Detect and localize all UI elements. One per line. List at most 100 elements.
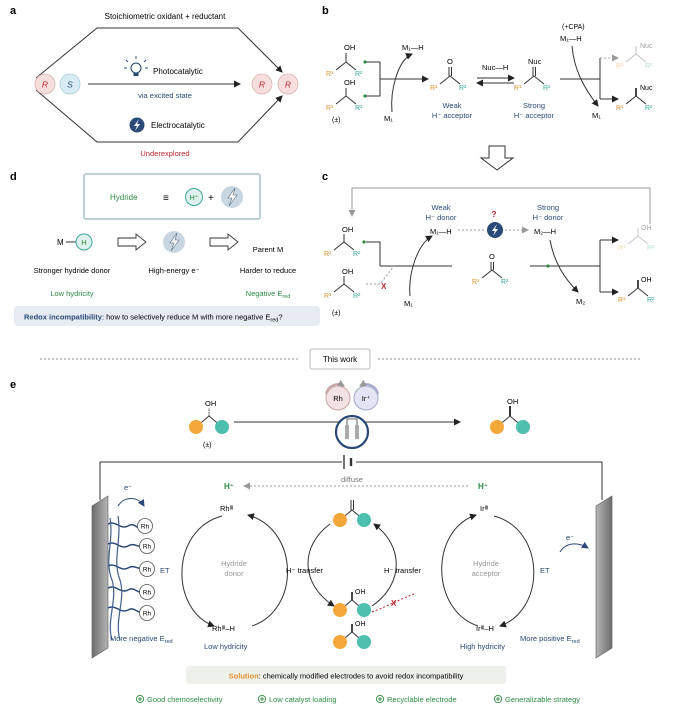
- panel-a-bottom-path: [35, 89, 283, 143]
- enantiomer-s-circle: [59, 73, 81, 95]
- r1-label: R¹: [324, 293, 332, 300]
- e-hydride-donor-2: donor: [224, 569, 244, 578]
- e-rh-iii: Rhᴵᴵᴵ: [220, 504, 233, 513]
- d-m-label: M: [57, 238, 64, 247]
- battery-icon: [343, 455, 353, 469]
- e-electron-left: e⁻: [124, 483, 132, 492]
- c-alcohol-bottom: OH R¹ R² (±): [324, 267, 361, 317]
- enantiomer-s: S: [67, 80, 73, 90]
- d-harder: Harder to reduce: [240, 266, 296, 275]
- plus-circle-icon: [257, 694, 267, 704]
- panel-b: b OH R¹ R² OH R¹ R² (±) M₁—H M₁: [322, 5, 653, 124]
- b-weak-1: Weak: [442, 101, 461, 110]
- right-electrode: [595, 495, 613, 659]
- rh-site-label: Rh: [141, 524, 150, 531]
- b-strong-1: Strong: [523, 101, 545, 110]
- c-bracket: [366, 241, 381, 266]
- r1-label: R¹: [430, 85, 438, 92]
- h-plus-circle: [185, 188, 203, 206]
- e-right-cycle-right-arc: [493, 515, 535, 628]
- c-curved-up: [409, 235, 433, 297]
- electrocatalytic-sub: Underexplored: [140, 149, 189, 158]
- benefit-item: Low catalyst loading: [257, 694, 337, 704]
- c-green-dot: [546, 264, 550, 268]
- r2-label: R²: [355, 105, 363, 112]
- plus-circle-icon: [493, 694, 503, 704]
- b-strong-2: H⁻ acceptor: [514, 111, 555, 120]
- lightbulb-icon: [124, 56, 148, 76]
- rh-label: Rh: [333, 394, 343, 403]
- imine: Nuc R¹ R²: [514, 57, 551, 92]
- b-weak-2: H⁻ acceptor: [432, 111, 473, 120]
- c-blocked-path: [366, 265, 395, 285]
- hydride-definition-box: [83, 173, 261, 220]
- lightning-bolt-icon: [129, 117, 145, 133]
- benefit-item: Good chemoselectivity: [135, 694, 223, 704]
- panel-e: e OH (±) OH Rh Ir⁺: [10, 379, 613, 659]
- e-more-negative: More negative Ered: [110, 634, 173, 645]
- e-center-right-arc: [371, 523, 397, 607]
- e-left-cycle-left-arc: [181, 515, 223, 628]
- d-h-circle: [75, 233, 93, 251]
- oxygen-label: O: [489, 252, 495, 261]
- oh-label: OH: [205, 399, 216, 408]
- d-high-energy: High-energy e⁻: [148, 266, 199, 275]
- this-work-divider: This work: [40, 348, 640, 370]
- d-negative: Negative Ered: [246, 289, 291, 300]
- r1-label: R¹: [324, 251, 332, 258]
- ketone: O R¹ R²: [430, 57, 467, 92]
- e-hydride-acceptor-2: acceptor: [472, 569, 501, 578]
- b-right-curved: [571, 45, 599, 107]
- alcohol-top: OH R¹ R²: [326, 43, 367, 78]
- e-et-right: ET: [540, 566, 550, 575]
- b-cpa: (+CPA): [562, 24, 585, 31]
- r1-label: R¹: [326, 105, 334, 112]
- d-hollow-arrow-2: [209, 233, 239, 251]
- hydride-word: Hydride: [110, 193, 138, 202]
- panel-c: c OH R¹ R² OH R¹ R² (±) X Weak H⁻ donor …: [322, 171, 655, 317]
- oh-label: OH: [355, 589, 366, 596]
- c-feedback-loop: [348, 187, 651, 224]
- oh-label: OH: [344, 43, 355, 52]
- oh-label: OH: [641, 277, 652, 284]
- oh-label: OH: [641, 225, 652, 232]
- d-low-hydricity: Low hydricity: [50, 289, 94, 298]
- d-stronger: Stronger hydride donor: [34, 266, 111, 275]
- rh-sites: Rh Rh Rh Rh Rh: [137, 518, 155, 621]
- r2-label: R²: [543, 85, 551, 92]
- e-electron-right: e⁻: [566, 533, 574, 542]
- panel-e-label: e: [10, 379, 16, 391]
- e-electron-left-arrow: [117, 498, 145, 507]
- c-bolt-icon: [487, 222, 503, 238]
- e-circuit-wire: [99, 461, 603, 500]
- r1-label: R¹: [326, 71, 334, 78]
- oh-label: OH: [507, 397, 518, 406]
- e-h-transfer-left: H⁻ transfer: [286, 566, 323, 575]
- e-more-positive: More positive Ered: [520, 634, 580, 645]
- product-r1: R: [259, 80, 265, 90]
- redox-incompatibility-box: [14, 306, 320, 326]
- racemic-label: (±): [332, 310, 341, 317]
- enantiomer-r-circle: [34, 73, 56, 95]
- racemic-label: (±): [332, 117, 341, 124]
- benefit-label: Recyclable electrode: [387, 695, 457, 704]
- c-x-mark: X: [381, 282, 387, 291]
- b-bracket: [366, 61, 381, 97]
- b-nuc-h: Nuc—H: [482, 63, 508, 72]
- r1-label: R¹: [514, 85, 522, 92]
- e-ketone-center: [333, 500, 371, 527]
- e-racemic-alcohol: OH (±): [189, 399, 229, 449]
- benefit-item: Recyclable electrode: [375, 694, 457, 704]
- c-ketone: O R¹ R²: [472, 252, 509, 286]
- e-blocked-dashed: [371, 593, 415, 613]
- e-h-plus-left: H⁺: [224, 482, 234, 491]
- high-energy-bolt-icon: [163, 231, 185, 253]
- e-diffuse: diffuse: [341, 475, 363, 484]
- left-electrode: [91, 495, 109, 659]
- c-m2: M₂: [576, 297, 585, 306]
- racemic-label: (±): [203, 442, 212, 449]
- oxygen-label: O: [447, 57, 453, 66]
- r1-label: R¹: [618, 245, 626, 252]
- solution-banner: Solution: chemically modified electrodes…: [186, 666, 506, 684]
